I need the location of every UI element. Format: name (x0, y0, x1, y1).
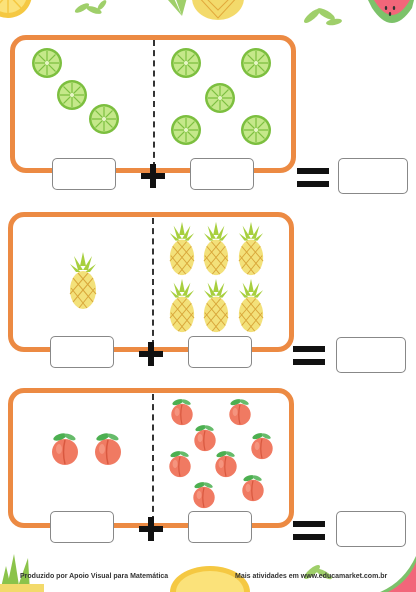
pineapple-icon (69, 252, 97, 309)
equals-sign-icon (293, 346, 325, 365)
pineapple-icon (238, 278, 264, 333)
peach-icon (251, 433, 273, 460)
peach-icon (169, 451, 191, 478)
peach-icon (52, 433, 78, 465)
leaves-decoration-icon (304, 8, 342, 26)
peach-icon (215, 451, 237, 478)
lime-slice-icon (205, 83, 235, 113)
plus-sign-icon (141, 164, 165, 188)
problem-3-divider (152, 394, 154, 522)
peach-icon (193, 482, 215, 509)
peach-icon (229, 399, 251, 426)
problem-2-sum-answer-box[interactable] (336, 337, 406, 373)
peach-icon (194, 425, 216, 452)
problem-2-divider (152, 218, 154, 346)
pineapple-icon (203, 278, 229, 333)
plus-sign-icon (139, 342, 163, 366)
problem-1-right-answer-box[interactable] (190, 158, 254, 190)
lime-slice-icon (32, 48, 62, 78)
lime-slice-icon (89, 104, 119, 134)
peach-icon (171, 399, 193, 426)
pineapple-decoration-icon (168, 0, 244, 20)
pineapple-icon (238, 221, 264, 276)
watermelon-decoration-icon (380, 556, 416, 592)
lime-slice-icon (57, 80, 87, 110)
problem-3-left-answer-box[interactable] (50, 511, 114, 543)
problem-3-right-answer-box[interactable] (188, 511, 252, 543)
plus-sign-icon (139, 517, 163, 541)
watermelon-decoration-icon (368, 0, 414, 23)
problem-3-sum-answer-box[interactable] (336, 511, 406, 547)
problem-1-divider (153, 40, 155, 168)
equals-sign-icon (297, 168, 329, 187)
problem-1-left-answer-box[interactable] (52, 158, 116, 190)
lemon-slice-decoration-icon (170, 566, 250, 592)
problem-2-right-answer-box[interactable] (188, 336, 252, 368)
problem-1-sum-answer-box[interactable] (338, 158, 408, 194)
peach-icon (242, 475, 264, 502)
leaves-decoration-icon (304, 565, 332, 580)
lime-slice-icon (171, 115, 201, 145)
leaves-decoration-icon (74, 0, 107, 14)
lime-slice-icon (241, 48, 271, 78)
lime-slice-icon (241, 115, 271, 145)
problem-2-left-answer-box[interactable] (50, 336, 114, 368)
pineapple-leaves-decoration-icon (0, 554, 44, 592)
peach-icon (95, 433, 121, 465)
pineapple-icon (203, 221, 229, 276)
lime-slice-icon (171, 48, 201, 78)
lemon-slice-decoration-icon (0, 0, 32, 18)
pineapple-icon (169, 278, 195, 333)
pineapple-icon (169, 221, 195, 276)
footer-website-link[interactable]: Mais atividades em www.educamarket.com.b… (235, 573, 388, 580)
footer-credit: Produzido por Apoio Visual para Matemáti… (20, 573, 169, 580)
equals-sign-icon (293, 521, 325, 540)
